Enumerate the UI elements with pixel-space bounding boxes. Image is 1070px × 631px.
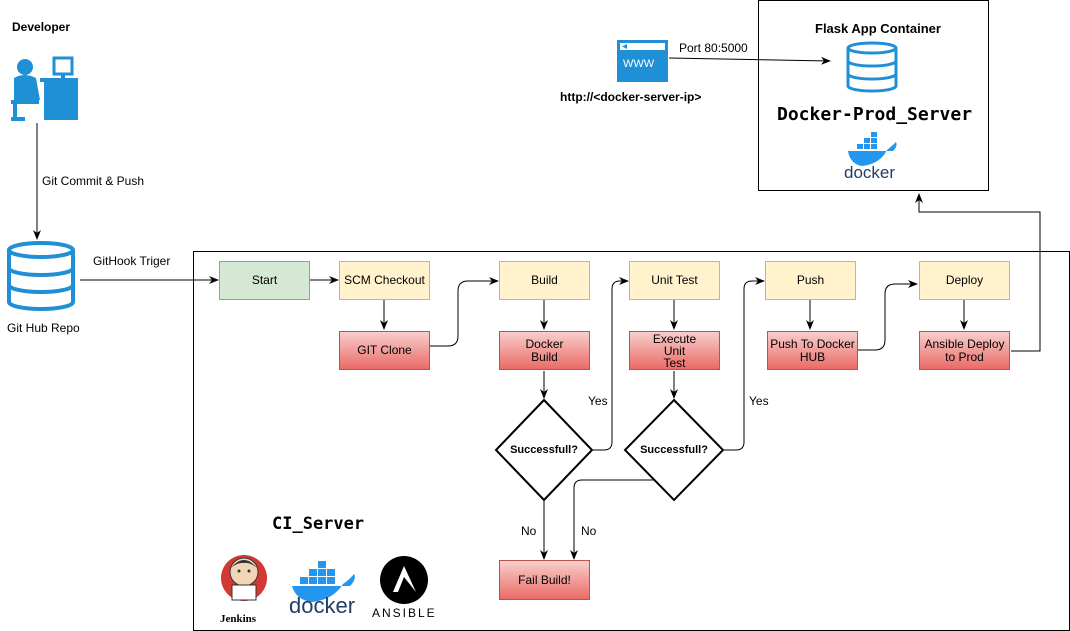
container-database-icon <box>846 41 898 93</box>
decision-build-diamond <box>494 398 594 502</box>
www-text: WWW <box>623 58 655 70</box>
repo-label: Git Hub Repo <box>7 321 80 335</box>
database-icon <box>7 241 75 311</box>
prod-server-container <box>758 0 989 191</box>
test-yes-label: Yes <box>749 394 769 408</box>
prod-docker-logo-text: docker <box>844 163 896 182</box>
push-to-docker-hub-node[interactable]: Push To Docker HUB <box>767 331 858 370</box>
clone-to-build-edge <box>430 277 499 347</box>
fail-build-node[interactable]: Fail Build! <box>499 560 590 600</box>
scm-checkout-node[interactable]: SCM Checkout <box>339 261 430 300</box>
decision-build-label: Successfull? <box>510 444 578 456</box>
docker-build-node[interactable]: Docker Build <box>499 331 590 370</box>
web-browser-icon <box>617 40 668 82</box>
test-no-label: No <box>581 524 597 538</box>
build-node[interactable]: Build <box>499 261 590 300</box>
container-label: Flask App Container <box>815 21 941 36</box>
ci-server-title: CI_Server <box>272 514 365 534</box>
hub-to-deploy-edge <box>857 280 918 351</box>
ci-docker-logo-text: docker <box>289 593 356 618</box>
deploy-to-prod-edge <box>915 193 1041 352</box>
ansible-logo <box>380 556 428 604</box>
jenkins-logo-text: Jenkins <box>220 613 257 625</box>
developer-label: Developer <box>12 20 71 34</box>
githook-label: GitHook Triger <box>93 254 171 268</box>
decision-build-yes-edge <box>592 277 629 451</box>
developer-icon <box>11 56 78 121</box>
url-label: http://<docker-server-ip> <box>560 90 702 104</box>
prod-server-title: Docker-Prod_Server <box>777 104 973 125</box>
ci-docker-whale-icon <box>292 561 355 602</box>
start-node[interactable]: Start <box>219 261 310 300</box>
port-label: Port 80:5000 <box>679 41 748 55</box>
docker-whale-icon <box>848 132 897 166</box>
decision-test-no-edge <box>570 479 654 560</box>
build-no-label: No <box>521 524 537 538</box>
git-commit-label: Git Commit & Push <box>42 174 145 188</box>
decision-test-label: Successfull? <box>640 444 708 456</box>
port-edge <box>668 56 831 65</box>
execute-unit-test-node[interactable]: Execute Unit Test <box>629 331 720 370</box>
ansible-deploy-node[interactable]: Ansible Deploy to Prod <box>919 331 1010 370</box>
deploy-node[interactable]: Deploy <box>919 261 1010 300</box>
build-yes-label: Yes <box>588 394 608 408</box>
jenkins-logo <box>221 555 267 601</box>
push-node[interactable]: Push <box>765 261 856 300</box>
decision-test-yes-edge <box>723 277 765 451</box>
unit-test-node[interactable]: Unit Test <box>629 261 720 300</box>
decision-test-diamond <box>623 398 725 502</box>
git-clone-node[interactable]: GIT Clone <box>339 331 430 370</box>
ansible-logo-text: ANSIBLE <box>372 606 437 620</box>
